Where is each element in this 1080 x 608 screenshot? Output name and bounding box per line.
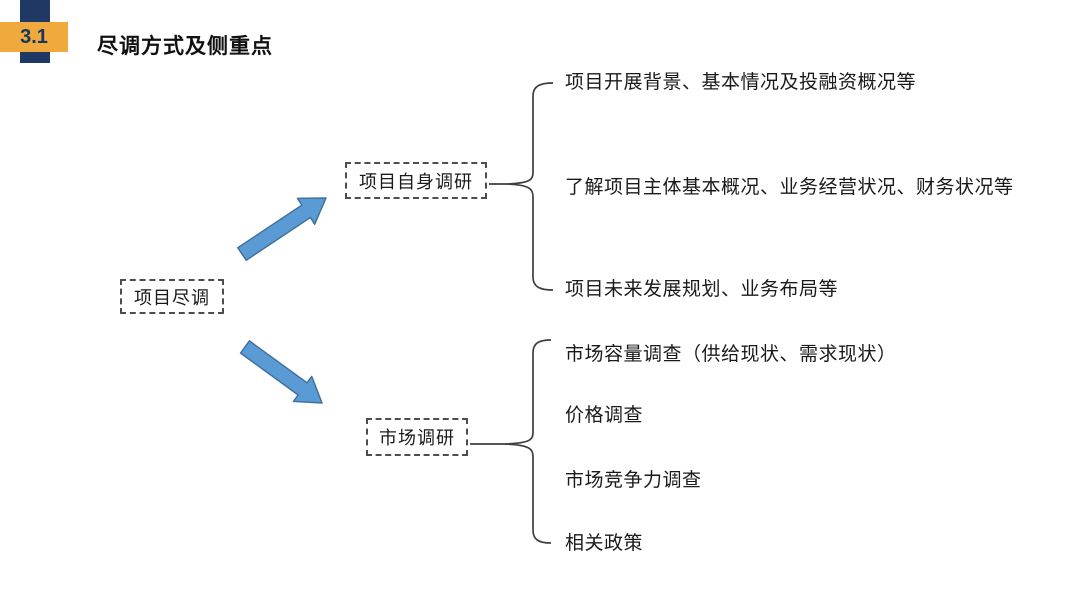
brace-branch1 xyxy=(506,82,554,291)
arrow-up-right-icon xyxy=(237,197,327,261)
node-market-research: 市场调研 xyxy=(366,418,468,456)
brace-branch2 xyxy=(504,339,552,544)
leaf-item: 市场竞争力调查 xyxy=(565,470,702,491)
arrow-down-right-icon xyxy=(239,340,323,404)
leaf-item: 了解项目主体基本概况、业务经营状况、财务状况等 xyxy=(565,177,1014,198)
leaf-item: 项目未来发展规划、业务布局等 xyxy=(565,279,839,300)
leaf-item: 价格调查 xyxy=(565,405,644,426)
node-project-due-diligence: 项目尽调 xyxy=(120,279,224,314)
node-project-self-research: 项目自身调研 xyxy=(345,162,487,199)
section-number-badge: 3.1 xyxy=(0,22,68,52)
leaf-item: 项目开展背景、基本情况及投融资概况等 xyxy=(565,72,917,93)
leaf-item: 市场容量调查（供给现状、需求现状） xyxy=(565,344,897,365)
page-title: 尽调方式及侧重点 xyxy=(97,35,273,58)
leaf-item: 相关政策 xyxy=(565,533,644,554)
